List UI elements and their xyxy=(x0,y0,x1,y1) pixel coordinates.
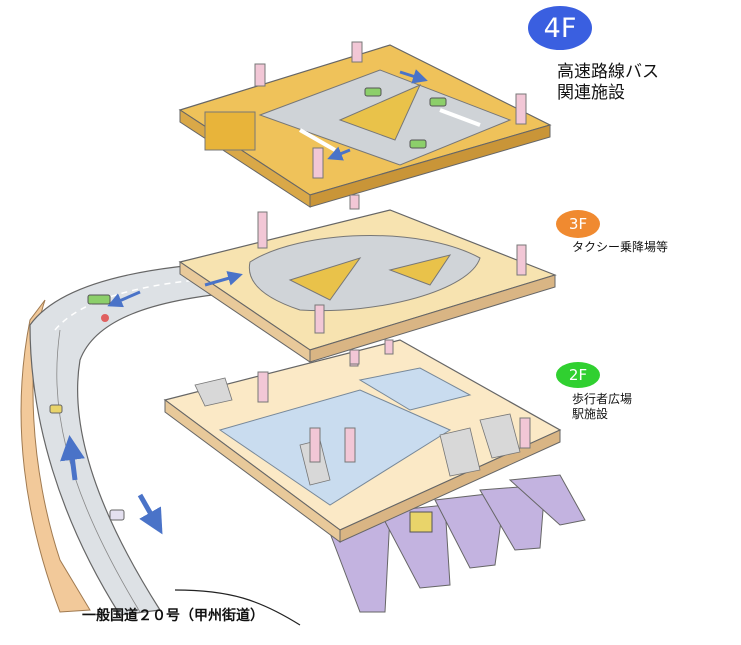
bus-icon xyxy=(409,139,427,149)
road-arrow-left-icon xyxy=(107,290,141,308)
floor-2f-line-1: 歩行者広場 xyxy=(572,392,633,406)
column xyxy=(351,41,363,63)
station-area xyxy=(218,389,452,506)
floor-badge-2f: 2F xyxy=(556,362,600,388)
column xyxy=(519,417,531,449)
floor-2f-deck xyxy=(163,339,586,613)
floor-3f-description: タクシー乗降場等 xyxy=(572,240,668,255)
floor-3f-deck xyxy=(178,209,557,367)
lane-arrow-icon xyxy=(327,146,351,161)
column xyxy=(257,371,269,403)
bus-icon xyxy=(364,87,382,97)
road-arrow-down-icon xyxy=(137,493,163,535)
floor-badge-3f: 3F xyxy=(556,210,600,238)
column xyxy=(314,304,325,334)
floor-4f-deck xyxy=(178,41,552,208)
bus-icon xyxy=(429,97,447,107)
floor-4f-description: 高速路線バス 関連施設 xyxy=(557,62,659,105)
floor-badge-4f-text: 4F xyxy=(543,12,577,44)
floor-badge-4f: 4F xyxy=(528,6,592,50)
car-icon xyxy=(101,314,109,322)
train-icon xyxy=(409,511,433,533)
floor-4f-line-1: 高速路線バス xyxy=(557,62,659,82)
column xyxy=(254,63,266,87)
lane-arrow-icon xyxy=(204,271,243,287)
floor-2f-description: 歩行者広場 駅施設 xyxy=(572,392,632,422)
floor-4f-line-2: 関連施設 xyxy=(557,83,625,104)
floor-badge-3f-text: 3F xyxy=(568,215,588,233)
floor-2f-line-2: 駅施設 xyxy=(572,407,609,421)
floor-3f-line-1: タクシー乗降場等 xyxy=(572,240,669,254)
column xyxy=(309,427,321,463)
train-platforms xyxy=(324,474,586,613)
column xyxy=(515,93,527,125)
road-arrow-up-icon xyxy=(60,435,85,481)
car-icon xyxy=(109,509,125,521)
connecting-columns xyxy=(349,194,360,365)
column xyxy=(516,244,527,276)
car-icon xyxy=(49,404,63,414)
floor-badge-2f-text: 2F xyxy=(568,366,588,384)
lane-arrow-icon xyxy=(399,69,428,84)
column xyxy=(344,427,356,463)
road-route-20 xyxy=(20,261,301,626)
road-label: 一般国道２０号（甲州街道） xyxy=(82,608,264,624)
column xyxy=(312,147,324,179)
taxi-loop xyxy=(248,235,481,312)
bus-icon xyxy=(87,294,111,305)
column xyxy=(257,211,268,249)
